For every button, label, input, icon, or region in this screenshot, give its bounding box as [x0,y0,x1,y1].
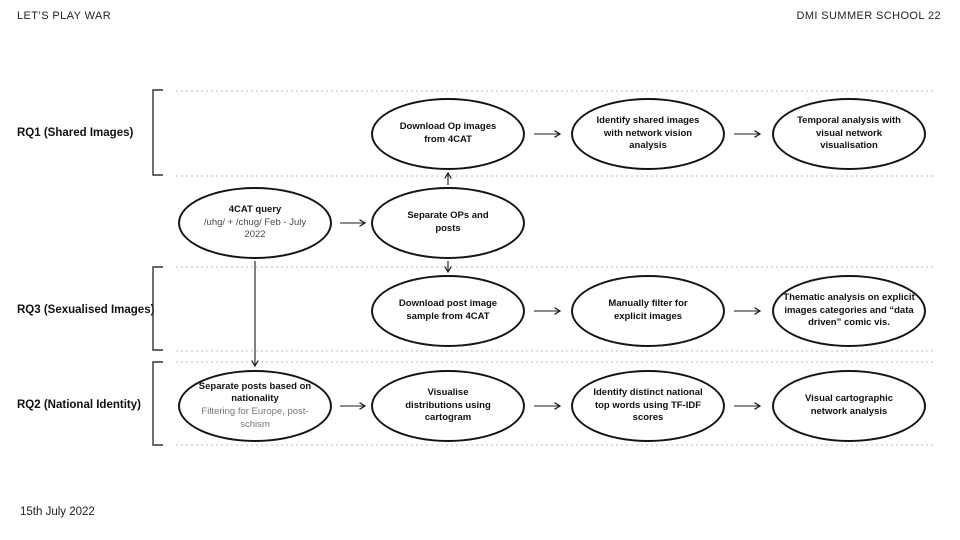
flow-arrows [251,130,762,410]
node-4cat-query: 4CAT query /uhg/ + /chug/ Feb - July 202… [178,187,332,259]
node-title: Download post image sample from 4CAT [398,298,498,322]
slide-title: LET’S PLAY WAR [17,10,112,22]
dotted-separators [176,90,936,446]
row-label-rq2: RQ2 (National Identity) [17,399,141,411]
node-rq2-cartographic: Visual cartographic network analysis [772,370,926,442]
row-label-rq3: RQ3 (Sexualised Images) [17,304,155,316]
node-rq3-filter: Manually filter for explicit images [571,275,725,347]
node-title: Identify distinct national top words usi… [593,387,703,424]
node-title: Temporal analysis with visual network vi… [797,115,901,152]
node-rq1-download: Download Op images from 4CAT [371,98,525,170]
node-rq3-download: Download post image sample from 4CAT [371,275,525,347]
node-title: Separate OPs and posts [407,210,489,234]
node-subtitle: /uhg/ + /chug/ Feb - July 2022 [203,216,307,241]
node-title: Identify shared images with network visi… [596,115,700,152]
node-rq1-temporal: Temporal analysis with visual network vi… [772,98,926,170]
node-title: 4CAT query [228,204,282,216]
node-title: Manually filter for explicit images [608,298,688,322]
event-title: DMI SUMMER SCHOOL 22 [796,10,941,22]
node-title: Download Op images from 4CAT [399,121,497,145]
node-title: Visualise distributions using cartogram [405,387,491,424]
rq1-bracket [152,89,163,176]
rq2-bracket [152,361,163,446]
node-title: Visual cartographic network analysis [805,393,893,417]
row-label-rq1: RQ1 (Shared Images) [17,127,134,139]
slide-date: 15th July 2022 [20,506,95,518]
node-rq2-visualise: Visualise distributions using cartogram [371,370,525,442]
node-rq2-separate: Separate posts based on nationality Filt… [178,370,332,442]
node-separate-ops: Separate OPs and posts [371,187,525,259]
node-title: Thematic analysis on explicit images cat… [783,292,915,329]
rq3-bracket [152,266,163,351]
node-title: Separate posts based on nationality [198,380,312,405]
node-rq3-thematic: Thematic analysis on explicit images cat… [772,275,926,347]
node-rq1-identify: Identify shared images with network visi… [571,98,725,170]
node-subtitle: Filtering for Europe, post-schism [201,406,309,430]
node-rq2-identify: Identify distinct national top words usi… [571,370,725,442]
row-brackets [152,89,163,446]
